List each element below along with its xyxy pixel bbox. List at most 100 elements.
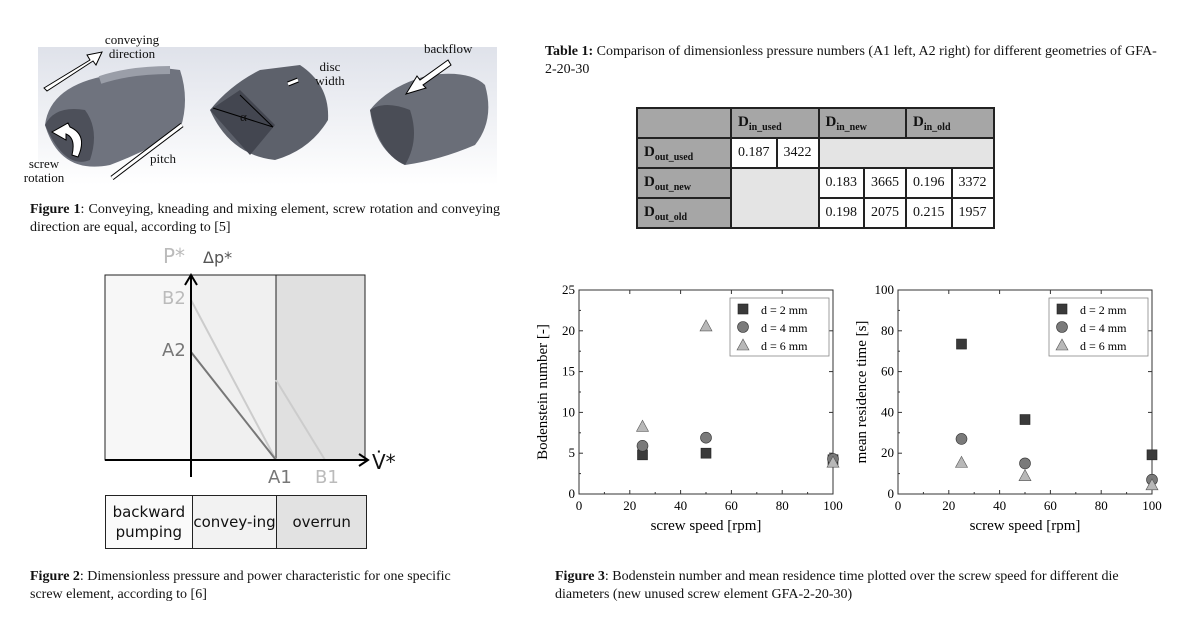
y-tick-label: 40 xyxy=(881,404,894,419)
cell-a2: 3422 xyxy=(775,137,820,169)
label-disc-width: disc width xyxy=(315,59,345,88)
legend-marker xyxy=(1056,303,1068,315)
y-tick-label: 25 xyxy=(562,282,575,297)
figure2-caption: Figure 2: Dimensionless pressure and pow… xyxy=(30,568,460,604)
cell-a2: 3665 xyxy=(863,167,907,199)
y-tick-label: 60 xyxy=(881,364,894,379)
figure1-caption: Figure 1: Conveying, kneading and mixing… xyxy=(30,201,500,237)
x-axis-label: screw speed [rpm] xyxy=(651,518,762,534)
mixing-element-shape xyxy=(370,73,489,165)
y-tick-label: 20 xyxy=(562,323,575,338)
region-label-backward-pumping: backward pumping xyxy=(106,496,193,548)
y-tick-label: 15 xyxy=(562,364,575,379)
data-point xyxy=(1145,478,1159,491)
y-tick-label: 0 xyxy=(569,486,576,501)
cell-a1: 0.183 xyxy=(817,167,865,199)
x-tick-label: 100 xyxy=(823,498,843,513)
line-b xyxy=(190,299,277,461)
disc-width-arrow-icon xyxy=(287,77,299,87)
data-point xyxy=(954,455,969,468)
y-tick-label: 20 xyxy=(881,445,894,460)
legend-label: d = 2 mm xyxy=(761,303,808,317)
empty-cell xyxy=(730,167,820,229)
caption-label: Figure 3 xyxy=(555,569,605,584)
data-point xyxy=(955,433,968,445)
y-axis-arrow-icon xyxy=(184,273,198,286)
data-point xyxy=(1018,469,1032,481)
y-tick-label: 80 xyxy=(881,323,894,338)
label-b1: B1 xyxy=(315,467,339,488)
x-axis-arrow-icon xyxy=(358,453,370,467)
label-backflow: backflow xyxy=(424,41,473,56)
data-point xyxy=(700,431,712,444)
y-tick-label: 10 xyxy=(562,404,575,419)
legend-marker xyxy=(736,338,750,351)
table-header-row: Din_used Din_new Din_old xyxy=(636,107,995,139)
legend-label: d = 4 mm xyxy=(1080,321,1127,335)
col-header: Din_new xyxy=(817,107,907,139)
cell-a1: 0.196 xyxy=(905,167,953,199)
table1-caption: Table 1: Comparison of dimensionless pre… xyxy=(545,43,1160,79)
label-a1: A1 xyxy=(268,467,292,488)
y-tick-label: 5 xyxy=(569,445,576,460)
cell-a1: 0.187 xyxy=(730,137,778,169)
region-overrun xyxy=(275,274,366,461)
data-point xyxy=(636,440,649,452)
screw-rotation-arrow-icon xyxy=(50,122,83,158)
data-point xyxy=(826,455,840,468)
table-row: Dout_old 0.198 2075 0.215 1957 xyxy=(636,197,995,229)
cell-a2: 2075 xyxy=(863,197,907,229)
x-tick-label: 20 xyxy=(623,498,636,513)
table-row: Dout_new 0.183 3665 0.196 3372 xyxy=(636,167,995,229)
cell-a2: 3372 xyxy=(950,167,995,199)
caption-text: : Bodenstein number and mean residence t… xyxy=(555,569,1119,602)
x-tick-label: 80 xyxy=(1095,498,1108,513)
data-point xyxy=(1019,414,1031,425)
regions-table: backward pumping convey-ing overrun xyxy=(105,495,367,549)
data-point xyxy=(635,419,650,432)
label-v-dot-star: V̇* xyxy=(372,450,396,474)
table1: Din_used Din_new Din_old Dout_used 0.187… xyxy=(636,107,995,229)
label-delta-p-star: Δp* xyxy=(203,248,233,267)
label-a2: A2 xyxy=(162,340,186,361)
y-tick-label: 100 xyxy=(875,282,895,297)
region-label-overrun: overrun xyxy=(277,496,366,548)
y-tick-label: 0 xyxy=(888,486,895,501)
caption-text: : Conveying, kneading and mixing element… xyxy=(30,202,500,235)
legend-marker xyxy=(1055,338,1069,351)
cell-a2: 1957 xyxy=(950,197,995,229)
x-tick-label: 80 xyxy=(776,498,789,513)
conveying-direction-arrow-icon xyxy=(43,51,103,92)
caption-label: Figure 2 xyxy=(30,569,80,584)
legend-label: d = 6 mm xyxy=(1080,339,1127,353)
figure3-caption: Figure 3: Bodenstein number and mean res… xyxy=(555,568,1160,604)
legend-marker xyxy=(737,321,749,333)
data-point xyxy=(956,338,967,350)
label-alpha: α xyxy=(240,109,247,124)
cell-a1: 0.198 xyxy=(817,197,865,229)
legend-marker xyxy=(737,303,749,315)
label-conveying-direction: conveying direction xyxy=(104,32,160,61)
data-point xyxy=(1019,457,1031,470)
label-screw-rotation: screw rotation xyxy=(23,156,65,185)
caption-label: Figure 1 xyxy=(30,202,81,217)
table-row: Dout_used 0.187 3422 xyxy=(636,137,995,169)
line-a xyxy=(190,351,277,461)
x-tick-label: 40 xyxy=(993,498,1006,513)
x-axis-label: screw speed [rpm] xyxy=(970,518,1081,534)
x-tick-label: 100 xyxy=(1142,498,1162,513)
region-label-conveying: convey-ing xyxy=(192,496,278,548)
pitch-arrow-icon xyxy=(110,123,184,180)
data-point xyxy=(700,447,712,459)
region-backward-pumping xyxy=(104,274,192,461)
x-tick-label: 60 xyxy=(1044,498,1057,513)
row-header: Dout_old xyxy=(636,197,732,229)
col-header: Din_old xyxy=(905,107,995,139)
empty-cell xyxy=(817,137,995,169)
figure1-renders xyxy=(38,47,497,185)
cell-a1: 0.215 xyxy=(905,197,953,229)
legend-label: d = 6 mm xyxy=(761,339,808,353)
